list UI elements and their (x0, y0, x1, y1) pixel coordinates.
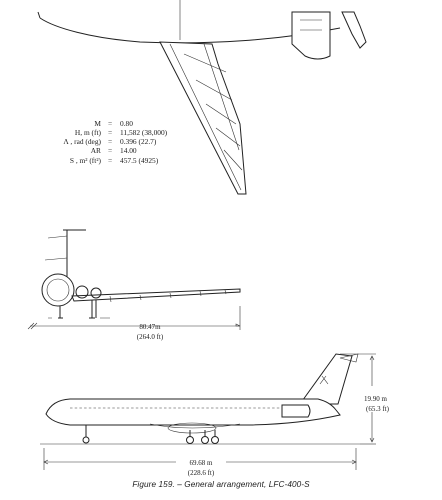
param-eq: = (108, 156, 112, 165)
length-metric: 69.68 m (190, 459, 214, 467)
span-dimension: 80.47m (264.0 ft) (27, 306, 241, 341)
plan-horizontal-tail (341, 11, 367, 49)
side-vertical-tail (299, 353, 353, 405)
figure-caption: Figure 159. – General arrangement, LFC-4… (132, 480, 310, 489)
front-wing (71, 288, 241, 302)
param-label: AR (91, 146, 101, 155)
param-value: 0.80 (120, 119, 133, 128)
design-parameters: M = 0.80 H, m (ft) = 11,582 (38,000) Λ ,… (63, 119, 167, 165)
side-view (40, 353, 360, 445)
plan-view (37, 0, 367, 195)
plan-engine-nacelle (291, 11, 331, 60)
param-eq: = (108, 137, 112, 146)
param-label: Λ , rad (deg) (63, 137, 101, 146)
param-label: S , m² (ft²) (70, 156, 102, 165)
param-value: 14.00 (120, 146, 137, 155)
front-main-gear (89, 300, 97, 319)
param-label: M (94, 119, 101, 128)
height-dimension: 19.90 m (65.3 ft) (340, 353, 390, 445)
param-eq: = (108, 128, 112, 137)
front-nose-gear (58, 306, 63, 319)
param-value: 0.396 (22.7) (120, 137, 157, 146)
side-engine-nacelle (281, 404, 311, 418)
span-metric: 80.47m (139, 323, 161, 331)
length-dimension: 69.68 m (228.6 ft) (43, 448, 357, 477)
front-engine (90, 287, 102, 299)
height-imperial: (65.3 ft) (366, 405, 390, 413)
side-t-tail (339, 353, 359, 363)
height-metric: 19.90 m (364, 395, 388, 403)
param-value: 457.5 (4925) (120, 156, 159, 165)
plan-wing (159, 41, 247, 195)
param-eq: = (108, 146, 112, 155)
param-row: M = 0.80 (94, 119, 133, 128)
plan-fuselage-outline (39, 17, 341, 44)
front-fuselage (41, 273, 75, 307)
length-imperial: (228.6 ft) (188, 469, 215, 477)
span-imperial: (264.0 ft) (137, 333, 164, 341)
side-wing-root (149, 423, 241, 429)
param-row: Λ , rad (deg) = 0.396 (22.7) (63, 137, 156, 146)
param-row: AR = 14.00 (91, 146, 137, 155)
side-fuselage (45, 398, 341, 426)
param-value: 11,582 (38,000) (120, 128, 168, 137)
front-view (41, 229, 241, 319)
param-label: H, m (ft) (75, 128, 102, 137)
param-eq: = (108, 119, 112, 128)
side-fin-marking (319, 375, 329, 385)
param-row: S , m² (ft²) = 457.5 (4925) (70, 156, 159, 165)
param-row: H, m (ft) = 11,582 (38,000) (75, 128, 168, 137)
